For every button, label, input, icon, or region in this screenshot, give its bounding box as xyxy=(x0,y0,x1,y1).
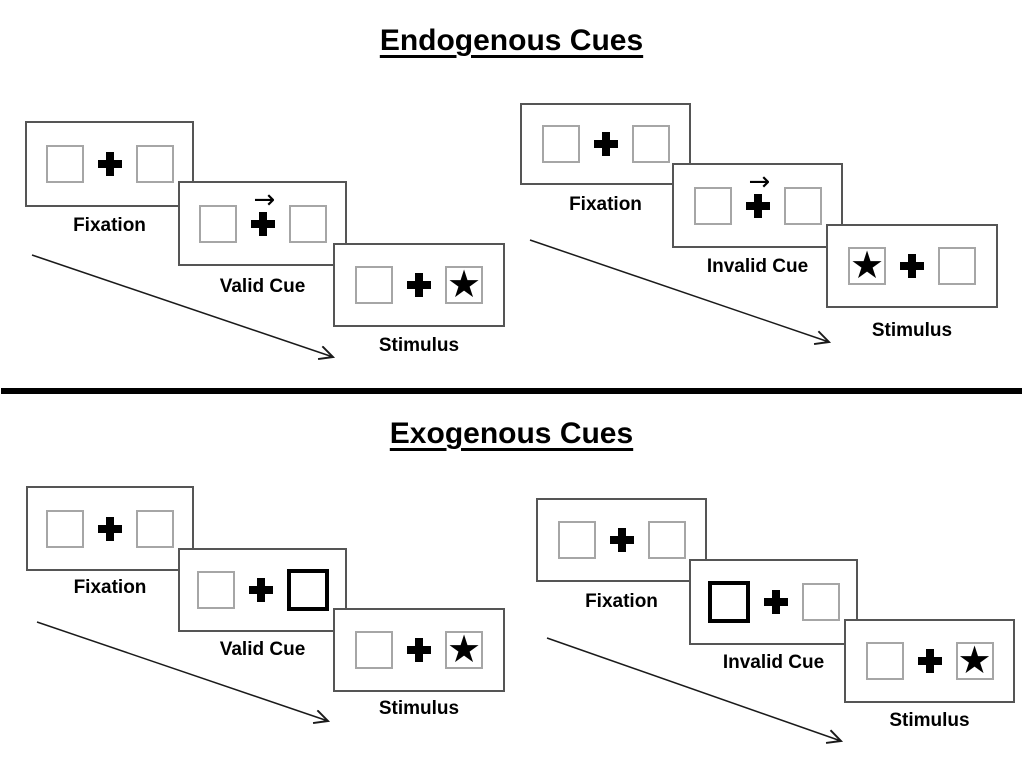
fixation-cross-wrap xyxy=(407,638,431,662)
valid-cue-panel xyxy=(178,548,347,632)
panel-label: Stimulus xyxy=(378,335,460,356)
star-icon: ★ xyxy=(849,243,885,287)
invalid-cue-panel: → xyxy=(672,163,843,248)
panel-label: Fixation xyxy=(73,577,147,598)
placeholder-box xyxy=(865,642,904,680)
fixation-cross-icon xyxy=(763,590,788,614)
placeholder-box xyxy=(136,509,174,548)
fixation-cross-icon xyxy=(407,273,431,297)
timeline-arrow xyxy=(546,637,841,741)
placeholder-box xyxy=(783,186,822,225)
fixation-cross-wrap xyxy=(593,132,618,156)
fixation-cross-icon xyxy=(98,516,122,541)
section-title-text: Exogenous Cues xyxy=(389,417,634,450)
cue-box xyxy=(707,581,750,623)
target-box: ★ xyxy=(955,638,994,682)
placeholder-box xyxy=(557,521,596,559)
fixation-cross-wrap xyxy=(97,152,122,176)
placeholder-box xyxy=(631,125,670,163)
fixation-cross-wrap xyxy=(407,273,431,297)
fixation-cross-icon xyxy=(900,254,924,278)
panel-label: Invalid Cue xyxy=(722,652,825,673)
fixation-cross-wrap xyxy=(900,254,924,278)
panel-label: Stimulus xyxy=(378,698,460,719)
fixation-cross-wrap: → xyxy=(250,187,275,236)
star-icon: ★ xyxy=(446,262,482,306)
placeholder-box xyxy=(541,125,580,163)
panel-label: Fixation xyxy=(569,194,642,215)
timeline-arrow xyxy=(529,239,829,342)
fixation-panel xyxy=(520,103,691,185)
cue-arrow-icon: → xyxy=(253,184,276,215)
fixation-cross-icon xyxy=(250,211,275,236)
placeholder-box xyxy=(196,571,235,609)
placeholder-box xyxy=(355,631,393,669)
target-box: ★ xyxy=(848,243,886,287)
fixation-cross-icon xyxy=(745,193,770,218)
fixation-cross-icon xyxy=(97,152,122,176)
fixation-cross-icon xyxy=(609,528,634,552)
placeholder-box xyxy=(288,204,327,243)
fixation-cross-wrap xyxy=(609,528,634,552)
fixation-cross-wrap xyxy=(917,649,942,673)
cue-box xyxy=(286,569,329,611)
fixation-cross-icon xyxy=(593,132,618,156)
fixation-panel xyxy=(26,486,194,571)
placeholder-box xyxy=(45,145,84,183)
fixation-cross-wrap xyxy=(248,578,273,602)
section-title-exogenous: Exogenous Cues xyxy=(0,417,1023,451)
cue-arrow-icon: → xyxy=(748,166,771,197)
placeholder-box xyxy=(938,247,976,285)
panel-label: Fixation xyxy=(585,591,658,612)
section-divider xyxy=(1,388,1022,394)
target-box: ★ xyxy=(445,627,483,671)
fixation-panel xyxy=(536,498,707,582)
target-box: ★ xyxy=(445,262,483,306)
panel-label: Valid Cue xyxy=(219,639,306,660)
star-icon: ★ xyxy=(446,627,482,671)
fixation-panel xyxy=(25,121,194,207)
fixation-cross-icon xyxy=(248,578,273,602)
fixation-cross-wrap xyxy=(763,590,788,614)
invalid-cue-panel xyxy=(689,559,858,645)
placeholder-box xyxy=(693,186,732,225)
placeholder-box xyxy=(801,583,840,621)
placeholder-box xyxy=(46,509,84,548)
fixation-cross-wrap xyxy=(98,516,122,541)
panel-label: Fixation xyxy=(73,215,146,236)
panel-label: Valid Cue xyxy=(219,276,306,297)
panel-label: Invalid Cue xyxy=(706,256,809,277)
stimulus-panel: ★ xyxy=(844,619,1015,703)
stimulus-panel: ★ xyxy=(826,224,998,308)
valid-cue-panel: → xyxy=(178,181,347,266)
fixation-cross-icon xyxy=(407,638,431,662)
fixation-cross-icon xyxy=(917,649,942,673)
section-title-text: Endogenous Cues xyxy=(379,24,644,57)
panel-label: Stimulus xyxy=(889,710,970,731)
fixation-cross-wrap: → xyxy=(745,169,770,218)
timeline-arrow xyxy=(31,254,333,357)
placeholder-box xyxy=(355,266,393,304)
placeholder-box xyxy=(135,145,174,183)
section-title-endogenous: Endogenous Cues xyxy=(0,24,1023,58)
panel-label: Stimulus xyxy=(871,320,953,341)
star-icon: ★ xyxy=(957,638,992,682)
placeholder-box xyxy=(647,521,686,559)
stimulus-panel: ★ xyxy=(333,243,505,327)
timeline-arrow xyxy=(36,621,328,721)
placeholder-box xyxy=(198,204,237,243)
stimulus-panel: ★ xyxy=(333,608,505,692)
